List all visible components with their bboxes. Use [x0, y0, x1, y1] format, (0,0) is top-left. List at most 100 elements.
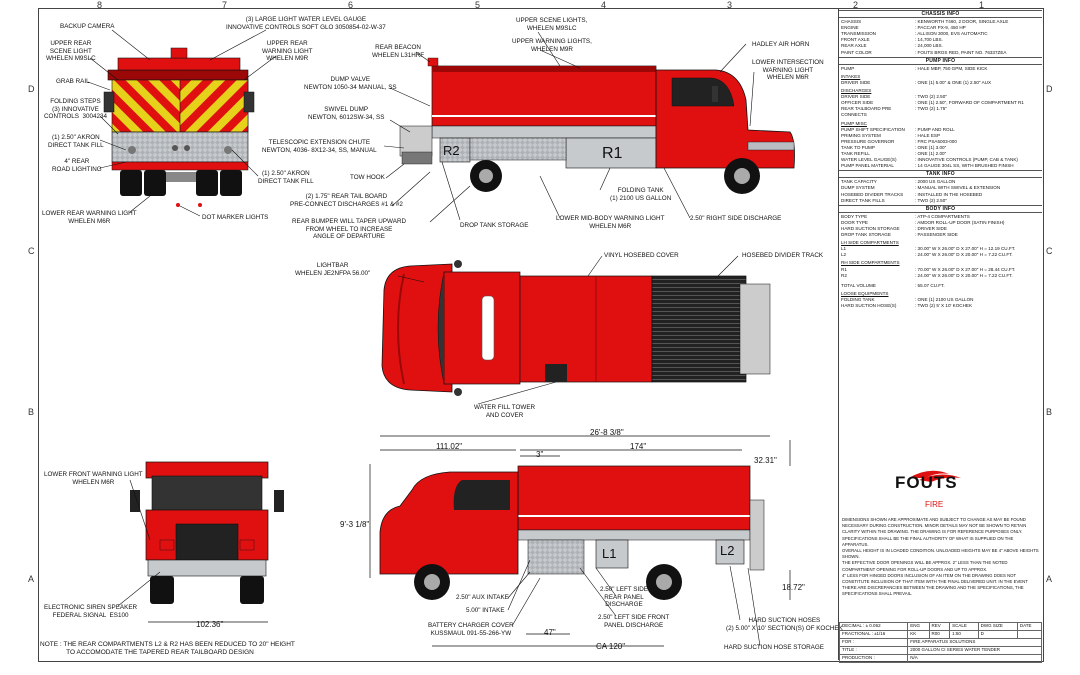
spec-row: FRONT AXLE: 14,700 LBS.	[839, 37, 1042, 43]
callout-akron-fill-right: (1) 2.50" AKRON DIRECT TANK FILL	[258, 170, 314, 185]
for-key: FOR :	[838, 638, 909, 647]
driver-side-view	[379, 465, 765, 600]
spec-value: : FRC PSA5003-000	[915, 138, 957, 144]
spec-key: DOOR TYPE	[841, 219, 868, 225]
front-bumper	[147, 559, 267, 577]
spec-value: : 55.07 CU.FT.	[915, 282, 945, 288]
spec-key: DUMP SYSTEM	[841, 185, 875, 191]
spec-row: DUMP SYSTEM: MANUAL WITH SWIVEL & EXTENS…	[839, 185, 1042, 191]
spec-row: PUMP PANEL MATERIAL : 14 GAUGE 304L SS, W…	[839, 163, 1042, 169]
front-view	[130, 461, 284, 604]
spec-value: : TWO (2) 2.50"	[915, 197, 947, 203]
ls-rows: L1: 30.00" W X 26.00" D X 27.00" H = 12.…	[839, 246, 1042, 258]
grid-row-d-left: D	[28, 84, 35, 94]
spec-row: DIRECT TANK FILLS: TWO (2) 2.50"	[839, 198, 1042, 204]
spec-key: PUMP SHIFT SPECIFICATION	[841, 126, 905, 132]
callout-suction-storage: HARD SUCTION HOSE STORAGE	[724, 644, 824, 651]
spec-value: : 2000 US GALLON	[915, 179, 956, 185]
callout-vinyl-cover: VINYL HOSEBED COVER	[604, 252, 679, 259]
spec-row: FOLDING TANK: ONE (1) 2100 US GALLON	[839, 297, 1042, 303]
spec-value: : ONE (1) 5.00" & ONE (1) 2.50" AUX	[915, 79, 992, 85]
spec-value: : INSTALLED IN THE HOSEBED	[915, 191, 983, 197]
spec-row: WATER LEVEL GAUGE(S): INNOVATIVE CONTROL…	[839, 157, 1042, 163]
spec-key: ENGINE	[841, 25, 859, 31]
callout-suction-hoses: HARD SUCTION HOSES (2) 5.00" X 10' SECTI…	[726, 617, 843, 632]
compartment-l1	[595, 539, 629, 569]
intakes-rows: DRIVER SIDE : ONE (1) 5.00" & ONE (1) 2.5…	[839, 80, 1042, 86]
callout-right-discharge: 2.50" RIGHT SIDE DISCHARGE	[690, 215, 782, 222]
spec-value: : AMDOR ROLL-UP DOOR (SATIN FINISH)	[915, 219, 1005, 225]
spec-key: R2	[841, 272, 847, 278]
spec-key: PAINT COLOR	[841, 49, 872, 55]
dim-height: 9'-3 1/8"	[340, 520, 370, 529]
spec-value: : ATP-4 COMPARTMENTS	[915, 213, 970, 219]
spec-value: : TWO (2) 2.50"	[915, 94, 947, 100]
tank-body-bottom	[517, 465, 751, 531]
rev-header: REV	[928, 622, 951, 631]
spec-key: R1	[841, 266, 847, 272]
label-r1: R1	[602, 145, 623, 162]
spec-key: WATER LEVEL GAUGE(S)	[841, 157, 897, 163]
eng-header: ENG	[907, 622, 930, 631]
spec-row: REAR AXLE: 24,000 LBS.	[839, 43, 1042, 49]
spec-key: DRIVER SIDE	[841, 79, 871, 85]
spec-key: DRIVER SIDE	[841, 94, 871, 100]
spec-row: TANK REFILL: ONE (1) 2.00"	[839, 151, 1042, 157]
rs-heading: RH SIDE COMPARTMENTS	[841, 260, 900, 266]
grid-row-d-right: D	[1046, 84, 1053, 94]
fouts-fire-logo: FOUTS FIRE	[889, 464, 989, 514]
callout-water-gauge: (3) LARGE LIGHT WATER LEVEL GAUGE INNOVA…	[226, 16, 386, 31]
callout-dump-valve: DUMP VALVE NEWTON 1050-34 MANUAL, SS	[304, 76, 397, 91]
spec-key: PRESSURE GOVERNOR	[841, 138, 895, 144]
spec-value: : 14 GAUGE 304L SS, WITH BRUSHED FINISH	[915, 163, 1014, 169]
discharges-rows: DRIVER SIDE: TWO (2) 2.50"OFFICER SIDE: …	[839, 94, 1042, 118]
pump-rows: PUMP: HALE MBP, 750 GPM, SIDE KICK	[839, 66, 1042, 72]
truck-drawings	[87, 29, 795, 647]
spec-key: L2	[841, 252, 847, 258]
dim-overall-length: 26'-8 3/8"	[590, 428, 624, 437]
rs-rows: R1: 70.00" W X 26.00" D X 27.00" H = 28.…	[839, 267, 1042, 279]
spec-row: TANK CAPACITY: 2000 US GALLON	[839, 179, 1042, 185]
callout-aux-intake: 2.50" AUX INTAKE	[456, 594, 509, 601]
callout-akron-fill-left: (1) 2.50" AKRON DIRECT TANK FILL	[48, 134, 104, 149]
spec-key: TRANSMISSION	[841, 31, 876, 37]
grid-col-6: 6	[348, 0, 354, 10]
tol-fractional: FRACTIONAL : ±1/16	[838, 630, 909, 639]
spec-value: : ONE (1) 2.00"	[915, 150, 947, 156]
bottom-note: NOTE : THE REAR COMPARTMENTS L2 & R2 HAS…	[40, 641, 295, 656]
spec-key: HARD SUCTION HOSE(S)	[841, 303, 897, 309]
spec-key: TANK TO PUMP	[841, 144, 875, 150]
body-title: BODY INFO	[839, 204, 1042, 213]
spec-row: DRIVER SIDE : TWO (2) 2.50"	[839, 94, 1042, 100]
dim-front-width: 102.36"	[196, 620, 224, 629]
date-value	[1016, 630, 1043, 639]
callout-road-lighting: 4" REAR ROAD LIGHTING	[52, 158, 102, 173]
callout-left-front-discharge: 2.50" LEFT SIDE FRONT PANEL DISCHARGE	[598, 614, 670, 629]
grid-col-1: 1	[979, 0, 985, 10]
dimension-lines	[148, 435, 791, 647]
spec-value: : 24,000 LBS.	[915, 43, 943, 49]
spec-value: : 14,700 LBS.	[915, 37, 943, 43]
pumpmisc-heading: PUMP MISC	[841, 120, 867, 126]
callout-backup-camera: BACKUP CAMERA	[60, 23, 115, 30]
callout-hosebed-track: HOSEBED DIVIDER TRACK	[742, 252, 824, 259]
spec-value: : PASSENGER SIDE	[915, 232, 958, 238]
disclaimer-notes: DIMENSIONS SHOWN ARE APPROXIMATE AND SUB…	[842, 517, 1039, 597]
spec-row: PRESSURE GOVERNOR : FRC PSA5003-000	[839, 139, 1042, 145]
spec-row: HOSEBED DIVIDER TRACKS : INSTALLED IN THE…	[839, 192, 1042, 198]
spec-key: HOSEBED DIVIDER TRACKS	[841, 191, 904, 197]
callout-lower-mid-body: LOWER MID-BODY WARNING LIGHT WHELEN M6R	[556, 215, 665, 230]
top-tank	[519, 275, 653, 383]
callout-upper-rear-scene: UPPER REAR SCENE LIGHT WHELEN M9SLC	[46, 40, 96, 63]
spec-value: : DRIVER SIDE	[915, 226, 947, 231]
callout-drop-tank: DROP TANK STORAGE	[460, 222, 529, 229]
callout-rear-bumper: REAR BUMPER WILL TAPER UPWARD FROM WHEEL…	[292, 218, 407, 241]
spec-key: HARD SUCTION STORAGE	[841, 226, 900, 231]
spec-value: : HALE ESP	[915, 132, 941, 138]
dim-ca: CA 120"	[596, 642, 626, 651]
pump-title: PUMP INFO	[839, 56, 1042, 65]
dwg-header: DWG SIZE	[977, 622, 1018, 631]
spec-key: PUMP PANEL MATERIAL	[841, 163, 894, 169]
spec-row: TANK TO PUMP: ONE (1) 3.00"	[839, 145, 1042, 151]
